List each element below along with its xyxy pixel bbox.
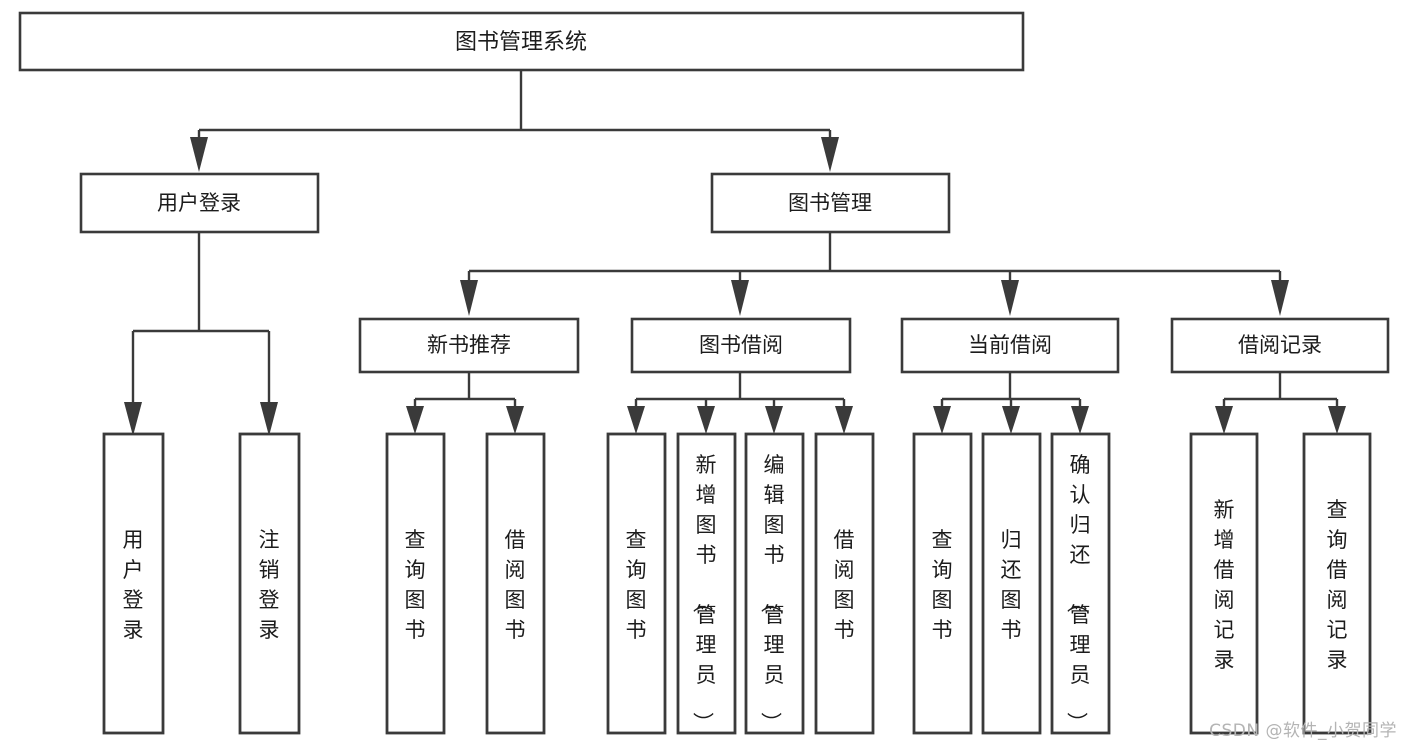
node-current-borrow-box[interactable]	[900, 317, 1120, 374]
arrow-bookmgmt-newbook	[460, 280, 478, 316]
leaf-user-login-login[interactable]: 用户登录	[102, 432, 165, 735]
leaf-current-return[interactable]: 归还图书	[981, 432, 1042, 735]
leaf-record-add-box[interactable]	[1189, 432, 1259, 735]
leaf-borrow-add-label: 新增图书（管理员）	[691, 453, 717, 733]
arrow-current-leaf3	[1071, 406, 1089, 434]
leaf-record-add-label: 新增借阅记录	[1214, 498, 1235, 672]
arrow-borrow-leaf3	[765, 406, 783, 434]
arrow-record-leaf1	[1215, 406, 1233, 434]
leaf-record-query[interactable]: 查询借阅记录	[1302, 432, 1372, 735]
leaf-borrow-query[interactable]: 查询图书	[606, 432, 667, 735]
arrow-bookmgmt-record	[1271, 280, 1289, 316]
leaf-borrow-edit-label: 编辑图书（管理员）	[759, 453, 785, 733]
arrow-record-leaf2	[1328, 406, 1346, 434]
arrow-newbook-leaf1	[406, 406, 424, 434]
leaf-record-add[interactable]: 新增借阅记录	[1189, 432, 1259, 735]
arrow-root-to-user-login	[190, 137, 208, 172]
node-user-login-box[interactable]	[79, 172, 320, 234]
leaf-user-login-login-box[interactable]	[102, 432, 165, 735]
node-new-book-recommend-label: 新书推荐	[427, 333, 511, 357]
leaf-current-confirm-return-label: 确认归还（管理员）	[1065, 453, 1091, 733]
arrow-current-leaf1	[933, 406, 951, 434]
leaf-record-query-box[interactable]	[1302, 432, 1372, 735]
leaf-user-login-logout-box[interactable]	[238, 432, 301, 735]
node-new-book-recommend-box[interactable]	[358, 317, 580, 374]
arrow-bookmgmt-borrow	[731, 280, 749, 316]
leaf-new-book-borrow-box[interactable]	[485, 432, 546, 735]
node-user-login-label: 用户登录	[157, 191, 241, 215]
leaf-new-book-query-label: 查询图书	[405, 528, 426, 642]
node-user-login[interactable]: 用户登录	[79, 172, 320, 234]
node-book-management[interactable]: 图书管理	[710, 172, 951, 234]
node-book-borrow-label: 图书借阅	[699, 333, 783, 357]
node-current-borrow[interactable]: 当前借阅	[900, 317, 1120, 374]
arrow-userlogin-leaf1	[124, 402, 142, 436]
node-new-book-recommend[interactable]: 新书推荐	[358, 317, 580, 374]
leaf-current-query[interactable]: 查询图书	[912, 432, 973, 735]
arrow-borrow-leaf4	[835, 406, 853, 434]
node-book-management-label: 图书管理	[788, 191, 872, 215]
arrow-userlogin-leaf2	[260, 402, 278, 436]
node-borrow-record-box[interactable]	[1170, 317, 1390, 374]
leaf-current-confirm-return[interactable]: 确认归还（管理员）	[1050, 432, 1111, 735]
node-borrow-record-label: 借阅记录	[1238, 333, 1322, 357]
arrow-current-leaf2	[1002, 406, 1020, 434]
node-root-system-label: 图书管理系统	[455, 30, 587, 55]
leaf-new-book-borrow[interactable]: 借阅图书	[485, 432, 546, 735]
node-borrow-record[interactable]: 借阅记录	[1170, 317, 1390, 374]
leaf-current-return-box[interactable]	[981, 432, 1042, 735]
leaf-borrow-edit[interactable]: 编辑图书（管理员）	[744, 432, 805, 735]
arrow-borrow-leaf2	[697, 406, 715, 434]
leaf-new-book-query[interactable]: 查询图书	[385, 432, 446, 735]
leaf-record-query-label: 查询借阅记录	[1327, 498, 1348, 672]
arrow-newbook-leaf2	[506, 406, 524, 434]
leaf-current-query-label: 查询图书	[932, 528, 953, 642]
node-book-borrow-box[interactable]	[630, 317, 852, 374]
node-root-system[interactable]: 图书管理系统	[18, 11, 1025, 72]
leaf-borrow-borrow-box[interactable]	[814, 432, 875, 735]
leaf-current-confirm-return-box[interactable]	[1050, 432, 1111, 735]
leaf-borrow-borrow[interactable]: 借阅图书	[814, 432, 875, 735]
node-book-management-box[interactable]	[710, 172, 951, 234]
arrowhead-layer	[124, 137, 1346, 436]
leaf-borrow-query-label: 查询图书	[626, 528, 647, 642]
leaf-user-login-logout-label: 注销登录	[259, 528, 280, 642]
node-current-borrow-label: 当前借阅	[968, 333, 1052, 357]
leaf-new-book-borrow-label: 借阅图书	[505, 528, 526, 642]
node-book-borrow[interactable]: 图书借阅	[630, 317, 852, 374]
leaf-borrow-query-box[interactable]	[606, 432, 667, 735]
arrow-root-to-book-mgmt	[821, 137, 839, 172]
node-root-system-box[interactable]	[18, 11, 1025, 72]
arrow-borrow-leaf1	[627, 406, 645, 434]
leaf-current-query-box[interactable]	[912, 432, 973, 735]
leaf-borrow-borrow-label: 借阅图书	[834, 528, 855, 642]
leaf-borrow-edit-box[interactable]	[744, 432, 805, 735]
leaf-user-login-login-label: 用户登录	[123, 528, 144, 642]
arrow-bookmgmt-current	[1001, 280, 1019, 316]
leaf-current-return-label: 归还图书	[1001, 528, 1022, 642]
leaf-borrow-add[interactable]: 新增图书（管理员）	[676, 432, 737, 735]
leaf-borrow-add-box[interactable]	[676, 432, 737, 735]
leaf-user-login-logout[interactable]: 注销登录	[238, 432, 301, 735]
leaf-new-book-query-box[interactable]	[385, 432, 446, 735]
